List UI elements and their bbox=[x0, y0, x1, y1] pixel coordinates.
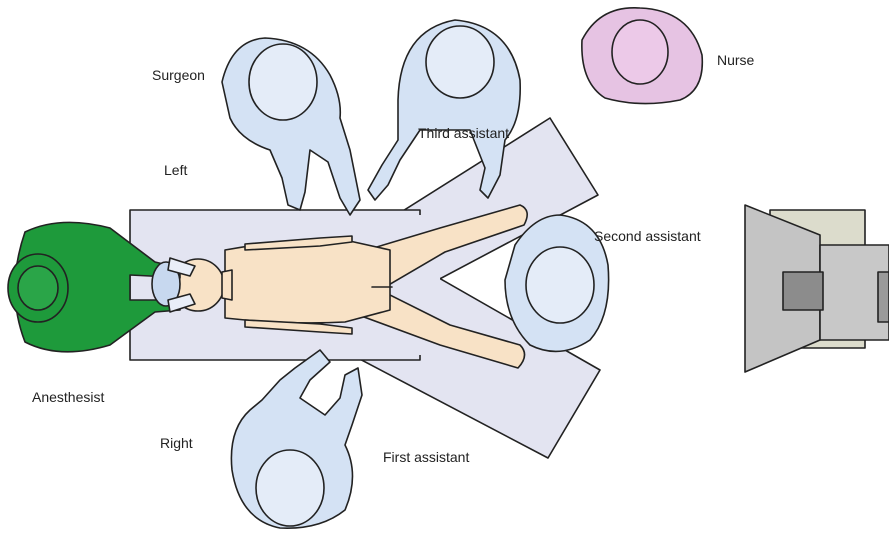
second-assistant-head bbox=[526, 247, 594, 323]
patient-torso bbox=[225, 240, 390, 323]
left-side-label: Left bbox=[164, 162, 187, 178]
monitor-stand bbox=[783, 272, 823, 310]
monitor-tower bbox=[745, 205, 889, 372]
monitor-stand-side bbox=[878, 272, 889, 322]
third-assistant-label: Third assistant bbox=[418, 125, 509, 141]
nurse-label: Nurse bbox=[717, 52, 754, 68]
anesthesist-cap bbox=[18, 266, 58, 310]
second-assistant-label: Second assistant bbox=[594, 228, 701, 244]
surgeon-figure bbox=[222, 38, 360, 215]
right-side-label: Right bbox=[160, 435, 193, 451]
surgeon-label: Surgeon bbox=[152, 67, 205, 83]
first-assistant-label: First assistant bbox=[383, 449, 469, 465]
anesthesist-label: Anesthesist bbox=[32, 389, 104, 405]
patient-neck bbox=[222, 270, 232, 300]
first-assistant-head bbox=[256, 450, 324, 526]
first-assistant-figure bbox=[231, 350, 362, 528]
nurse-head bbox=[612, 20, 668, 84]
third-assistant-figure bbox=[368, 20, 520, 200]
nurse-figure bbox=[582, 8, 702, 104]
third-assistant-head bbox=[426, 26, 494, 98]
surgeon-head bbox=[249, 44, 317, 120]
